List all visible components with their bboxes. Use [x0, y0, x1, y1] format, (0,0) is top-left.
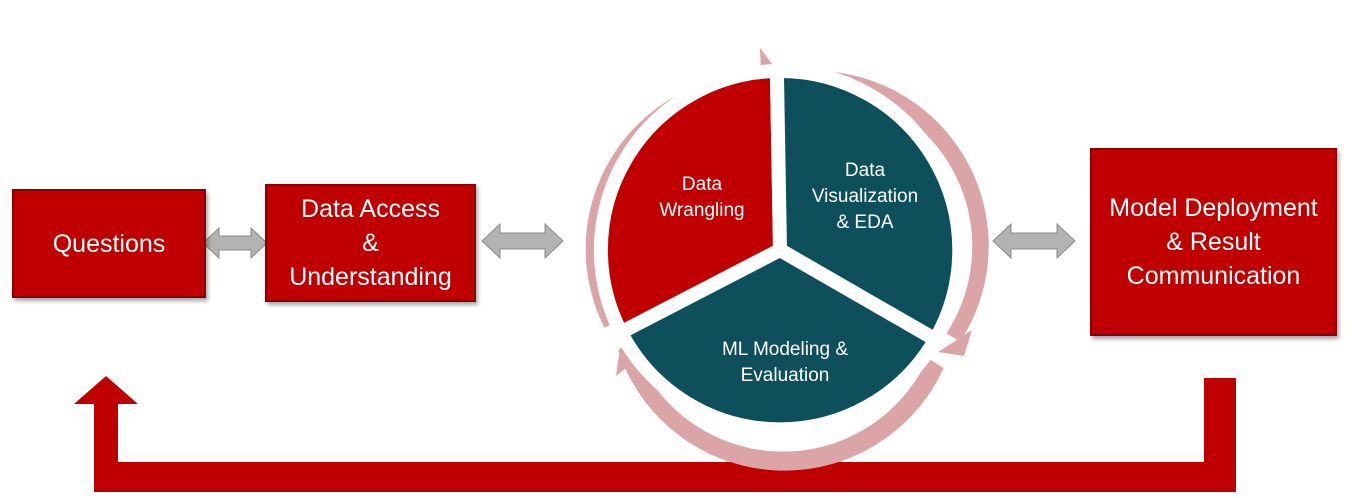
- segment-ml-modeling: [611, 242, 945, 437]
- deployment-line3: Communication: [1126, 262, 1301, 290]
- deployment-box: Model Deployment & Result Communication: [1090, 148, 1337, 336]
- data-access-line2: &: [362, 229, 379, 257]
- double-arrow-icon: [481, 222, 564, 260]
- modeling-line2: Evaluation: [740, 365, 830, 386]
- ring-segment: [585, 74, 754, 328]
- questions-label: Questions: [52, 229, 166, 258]
- visualization-line2: Visualization: [811, 186, 919, 207]
- visualization-line3: & EDA: [836, 212, 894, 233]
- double-arrow-icon: [202, 226, 268, 260]
- ring-segment: [618, 342, 944, 471]
- feedback-loop-arrow-icon: [74, 376, 1236, 492]
- questions-box: Questions: [12, 189, 206, 298]
- visualization-label: Data Visualization & EDA: [790, 158, 940, 236]
- deployment-line1: Model Deployment: [1109, 194, 1318, 222]
- ring-segment: [767, 70, 989, 342]
- wrangling-line2: Wrangling: [659, 200, 745, 221]
- modeling-label: ML Modeling & Evaluation: [690, 337, 880, 389]
- wrangling-line1: Data: [681, 174, 723, 195]
- double-arrow-icon: [992, 222, 1076, 260]
- data-access-line3: Understanding: [289, 263, 452, 291]
- wrangling-label: Data Wrangling: [632, 172, 772, 224]
- data-access-box: Data Access & Understanding: [265, 184, 476, 302]
- modeling-line1: ML Modeling &: [721, 339, 849, 360]
- data-access-line1: Data Access: [301, 195, 440, 223]
- visualization-line1: Data: [844, 160, 886, 181]
- cycle-ring-arrow-icon: [585, 48, 989, 471]
- deployment-line2: & Result: [1166, 228, 1261, 256]
- ring-arrowhead: [938, 330, 972, 356]
